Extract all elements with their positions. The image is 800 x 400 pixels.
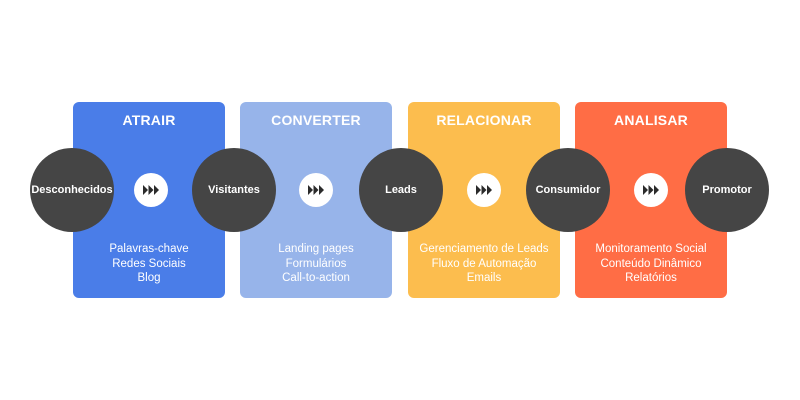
stage-title: ATRAIR [122, 112, 176, 128]
stage-item: Emails [466, 272, 502, 284]
stage-item: Relatórios [625, 272, 677, 284]
stage-item: Landing pages [278, 243, 354, 255]
stage-item: Call-to-action [282, 272, 350, 284]
node-leads: Leads [359, 148, 443, 232]
stage-items: Palavras-chave Redes Sociais Blog [73, 242, 225, 286]
stage-item: Fluxo de Automação [431, 257, 537, 270]
stage-item: Monitoramento Social [595, 243, 707, 255]
fast-forward-icon [299, 173, 333, 207]
stage-item: Gerenciamento de Leads [419, 243, 549, 255]
node-desconhecidos: Desconhecidos [30, 148, 114, 232]
stage-items: Monitoramento Social Conteúdo Dinâmico R… [575, 242, 727, 286]
stage-title: RELACIONAR [436, 112, 532, 128]
node-visitantes: Visitantes [192, 148, 276, 232]
stage-item: Palavras-chave [109, 243, 189, 255]
stage-items: Gerenciamento de Leads Fluxo de Automaçã… [408, 242, 560, 286]
stage-title: ANALISAR [614, 112, 688, 128]
node-consumidor: Consumidor [526, 148, 610, 232]
stage-item: Conteúdo Dinâmico [600, 257, 702, 270]
stage-item: Formulários [285, 257, 347, 270]
stage-item: Redes Sociais [112, 257, 186, 270]
stage-title: CONVERTER [271, 112, 361, 128]
stage-item: Blog [137, 272, 161, 284]
fast-forward-icon [634, 173, 668, 207]
fast-forward-icon [134, 173, 168, 207]
node-promotor: Promotor [685, 148, 769, 232]
stage-items: Landing pages Formulários Call-to-action [240, 242, 392, 286]
fast-forward-icon [467, 173, 501, 207]
